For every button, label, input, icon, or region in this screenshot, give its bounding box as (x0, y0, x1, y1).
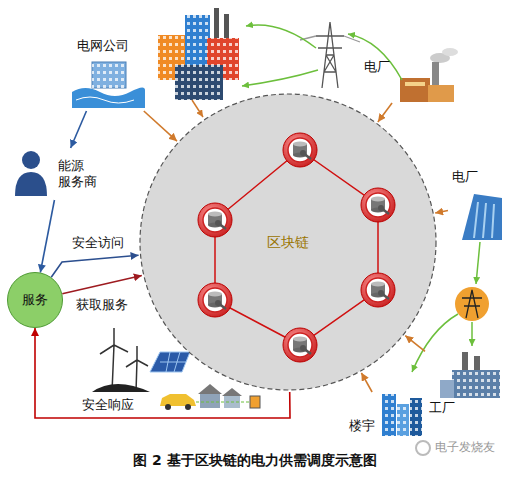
node-label: 电厂 (364, 59, 390, 75)
wind-turbines (92, 328, 150, 392)
edge-label: 安全响应 (80, 397, 136, 413)
database-node (361, 273, 395, 307)
connector (40, 200, 54, 273)
watermark-logo (416, 441, 430, 455)
node-label: 电厂 (452, 169, 478, 185)
database-node (198, 203, 232, 237)
electric-car (160, 394, 260, 410)
flow-arrow (246, 25, 316, 48)
solar-panels (150, 352, 190, 372)
flow-arrow (476, 242, 480, 284)
node-label: 区块链 (267, 234, 309, 251)
icon-label-box: 电厂 (448, 165, 504, 245)
connector (405, 336, 425, 352)
connector (71, 111, 87, 148)
flow-arrow (348, 34, 402, 80)
icon-label-box: 楼宇 (345, 392, 425, 438)
icon-label-box: 电网公司 (55, 36, 150, 111)
city-buildings (158, 8, 239, 100)
node-label: 楼宇 (349, 418, 375, 434)
node-label: 服务 (22, 292, 48, 308)
connector (51, 255, 138, 277)
building-icon (382, 394, 422, 436)
flow-arrow (192, 100, 203, 117)
connector (435, 211, 448, 214)
flow-arrow (471, 322, 473, 346)
node-label: 工厂 (429, 400, 455, 416)
grid-company-icon (72, 62, 145, 108)
figure-caption: 图 2 基于区块链的电力供需调度示意图 (0, 452, 506, 469)
flow-arrow (412, 314, 458, 372)
transformer-icon (455, 287, 489, 321)
person-icon (15, 151, 47, 196)
service-circle: 服务 (7, 272, 63, 328)
database-node (283, 328, 317, 362)
edge-label: 安全访问 (70, 235, 126, 251)
node-label: 能源 服务商 (58, 158, 101, 189)
node-label: 电网公司 (77, 38, 129, 54)
edge-label: 获取服务 (74, 297, 130, 313)
database-node (198, 283, 232, 317)
blockchain-circle: 区块链 (138, 92, 438, 392)
icon-label-box: 电厂 (360, 55, 460, 103)
connector (378, 103, 392, 122)
factory-icon (440, 352, 500, 398)
database-node (283, 133, 317, 167)
hydro-plant (462, 194, 502, 240)
database-node (361, 188, 395, 222)
icon-label-box: 工厂 (425, 345, 503, 420)
connector (361, 373, 372, 392)
power-plant (400, 48, 458, 102)
icon-label-box: 能源 服务商 (12, 148, 107, 200)
transmission-tower (300, 22, 360, 88)
flow-arrow (242, 70, 318, 86)
connector (144, 111, 177, 141)
connector (62, 276, 142, 294)
watermark: 电子发烧友 (433, 440, 497, 454)
blockchain-ring (140, 94, 436, 390)
chain-links (215, 150, 378, 345)
houses (198, 384, 242, 408)
